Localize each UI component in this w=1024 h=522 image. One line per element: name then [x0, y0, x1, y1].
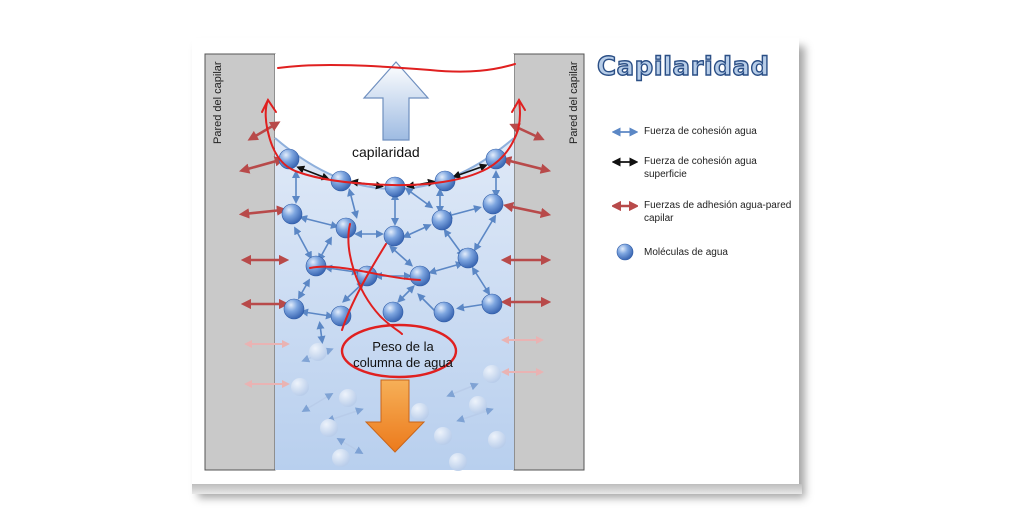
slide-bottom-edge	[192, 484, 802, 494]
water-molecule	[409, 265, 431, 287]
hand-drawn-annotations	[261, 63, 526, 379]
water-molecule	[320, 419, 338, 437]
water-molecule-icon	[616, 243, 634, 261]
water-molecule	[431, 209, 453, 231]
water-molecule	[382, 301, 404, 323]
water-molecule	[332, 449, 350, 467]
legend-molecule-text: Moléculas de agua	[644, 247, 728, 258]
capilaridad-label: capilaridad	[352, 144, 420, 160]
legend-adhesion-text: Fuerzas de adhesión agua-pared capilar	[644, 200, 792, 224]
capillarity-up-arrow	[362, 61, 430, 141]
weight-label-line1: Peso de la	[372, 339, 434, 354]
legend-cohesion: Fuerza de cohesión agua	[612, 125, 794, 139]
weight-label: Peso de la columna de agua	[342, 339, 464, 371]
annotation-top-line	[277, 63, 516, 73]
annotation-right-hook	[511, 98, 526, 113]
water-molecule	[457, 247, 479, 269]
water-molecule	[485, 148, 507, 170]
water-molecule	[434, 427, 452, 445]
water-molecule	[384, 176, 406, 198]
water-molecule	[281, 203, 303, 225]
adhesion-arrows	[238, 121, 552, 310]
water-molecule	[383, 225, 405, 247]
legend-surface-cohesion-text: Fuerza de cohesión agua superficie	[644, 156, 757, 180]
water-molecule	[483, 365, 501, 383]
annotation-left-hook	[261, 98, 277, 113]
faded-adhesion-arrows	[244, 336, 544, 388]
annotation-cross-1	[309, 265, 421, 281]
water-molecule	[339, 389, 357, 407]
water-molecule	[309, 343, 327, 361]
right-wall-label: Pared del capilar	[568, 61, 580, 144]
weight-down-arrow	[364, 379, 426, 453]
diagram-title: Capilaridad	[596, 51, 770, 82]
water-molecule	[291, 378, 309, 396]
faded-molecules	[291, 343, 506, 471]
blue-arrow-icon	[612, 127, 638, 137]
annotation-cross-2	[347, 223, 403, 335]
weight-label-line2: columna de agua	[353, 355, 453, 370]
water-molecule	[482, 193, 504, 215]
water-molecule	[469, 396, 487, 414]
water-molecule	[449, 453, 467, 471]
water-molecule	[433, 301, 455, 323]
water-molecule	[283, 298, 305, 320]
water-molecule	[481, 293, 503, 315]
water-molecule	[411, 403, 429, 421]
red-arrow-icon	[612, 200, 638, 212]
annotation-cross-3	[341, 243, 387, 331]
black-arrow-icon	[612, 157, 638, 167]
water-molecule	[335, 217, 357, 239]
water-molecule	[488, 431, 506, 449]
annotation-left-curve	[264, 99, 521, 187]
cohesion-arrows	[292, 170, 500, 344]
annotation-ellipse	[340, 323, 458, 379]
legend-molecule: Moléculas de agua	[612, 243, 794, 261]
legend-adhesion: Fuerzas de adhesión agua-pared capilar	[612, 199, 794, 225]
water-molecule	[278, 148, 300, 170]
left-wall-label: Pared del capilar	[212, 61, 224, 144]
legend-surface-cohesion: Fuerza de cohesión agua superficie	[612, 155, 794, 181]
legend-cohesion-text: Fuerza de cohesión agua	[644, 126, 757, 137]
